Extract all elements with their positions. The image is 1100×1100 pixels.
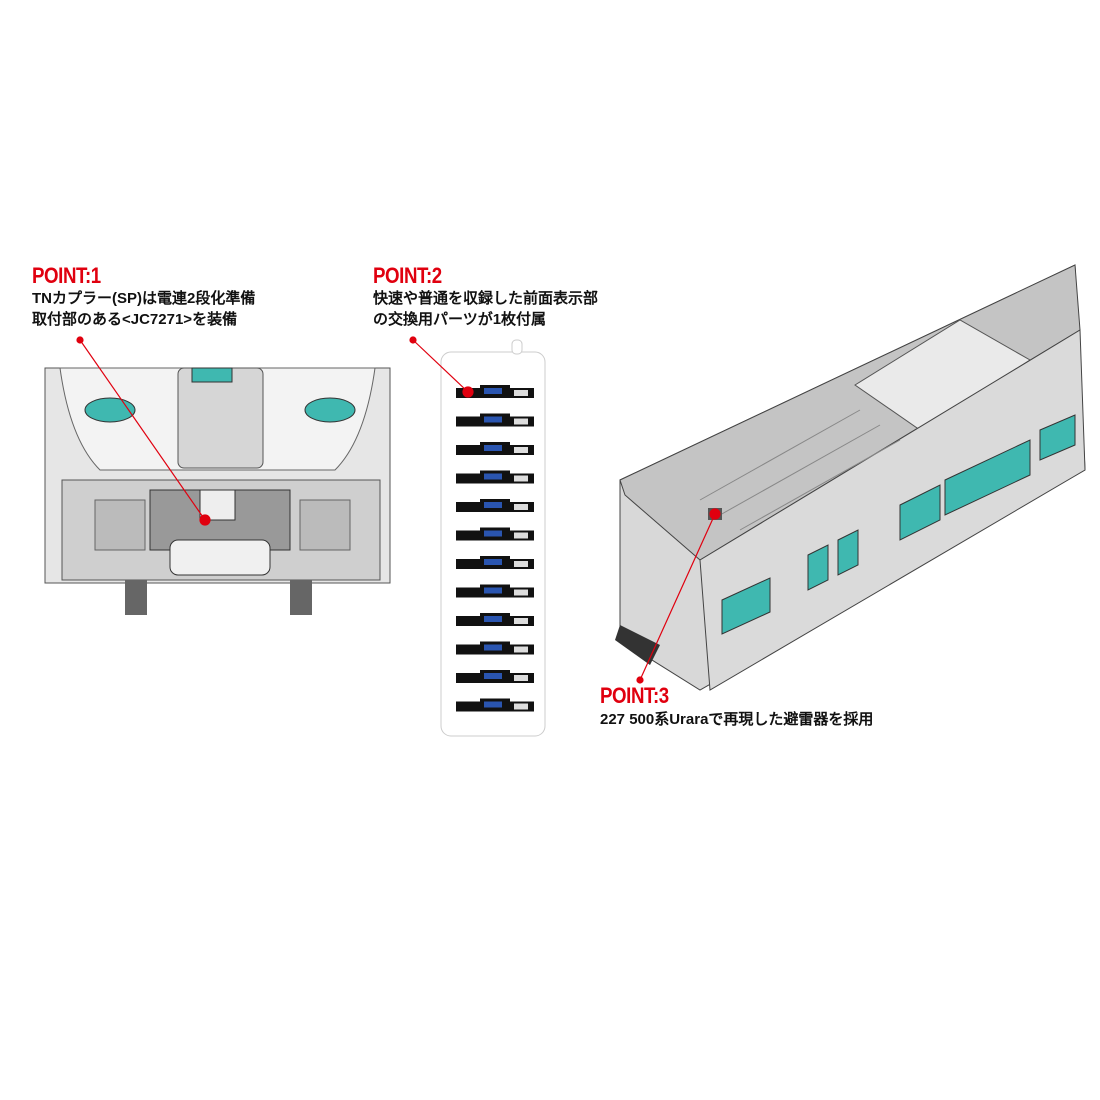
destination-plate — [456, 641, 534, 655]
point-3-line-1: 227 500系Uraraで再現した避雷器を採用 — [600, 711, 874, 728]
destination-plate-sprue — [440, 339, 546, 737]
destination-plate — [456, 670, 534, 683]
destination-plate — [456, 584, 534, 598]
destination-plate — [456, 470, 534, 484]
point-3-label: POINT:3 — [600, 683, 669, 708]
coupler — [615, 625, 660, 665]
headlight-right — [304, 397, 356, 423]
point-2-line-1: 快速や普通を収録した前面表示部 — [373, 290, 599, 307]
headlight-left — [84, 397, 136, 423]
destination-plate — [456, 556, 534, 569]
train-front-illustration — [44, 367, 391, 615]
destination-plate — [456, 413, 534, 427]
train-car-illustration — [615, 264, 1086, 691]
destination-plate — [456, 499, 534, 512]
destination-plate — [456, 613, 534, 626]
point-2-label: POINT:2 — [373, 263, 442, 288]
destination-plate — [456, 385, 534, 398]
point-1-label: POINT:1 — [32, 263, 101, 288]
point-1-line-2: 取付部のある<JC7271>を装備 — [32, 311, 238, 328]
point-1-line-1: TNカプラー(SP)は電連2段化準備 — [32, 290, 256, 307]
point-2-line-2: の交換用パーツが1枚付属 — [373, 311, 547, 328]
destination-plate — [456, 442, 534, 455]
destination-plate — [456, 527, 534, 541]
leader-lines — [76, 336, 721, 684]
destination-plate — [456, 698, 534, 712]
